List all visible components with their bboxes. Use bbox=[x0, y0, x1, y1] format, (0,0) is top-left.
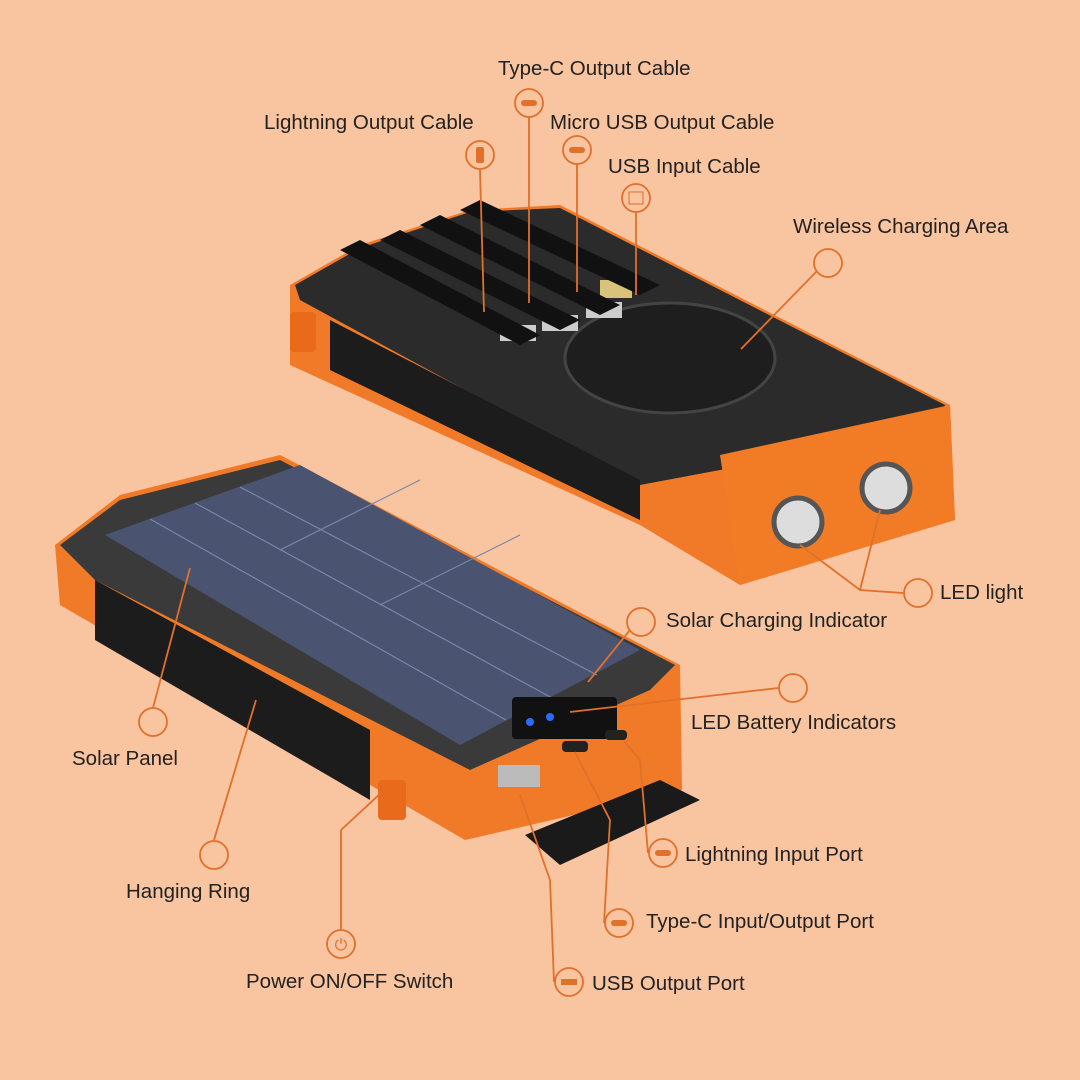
solar-indicator-icon bbox=[626, 607, 656, 637]
hanging-ring-icon bbox=[199, 840, 229, 870]
usb-icon bbox=[621, 183, 651, 213]
power-switch bbox=[378, 780, 406, 820]
power-icon bbox=[326, 929, 356, 959]
label-led-light: LED light bbox=[940, 581, 1024, 604]
label-micro-usb-output-cable: Micro USB Output Cable bbox=[550, 111, 775, 134]
label-usb-input-cable: USB Input Cable bbox=[608, 155, 761, 178]
led-light-right bbox=[859, 461, 913, 515]
label-hanging-ring: Hanging Ring bbox=[126, 880, 251, 903]
wireless-icon bbox=[813, 248, 843, 278]
power-bank-back bbox=[290, 200, 955, 585]
power-bank-front bbox=[55, 455, 700, 865]
label-type-c-port: Type-C Input/Output Port bbox=[646, 910, 874, 933]
led-battery-indicators bbox=[512, 697, 617, 739]
solar-panel bbox=[105, 465, 640, 745]
label-solar-panel: Solar Panel bbox=[72, 747, 178, 770]
led-light-left bbox=[771, 495, 825, 549]
lightning-input-port bbox=[605, 730, 627, 740]
label-icons bbox=[138, 88, 933, 997]
label-wireless-charging-area: Wireless Charging Area bbox=[793, 215, 1009, 238]
hanging-ring-back bbox=[290, 312, 316, 352]
label-lightning-output-cable: Lightning Output Cable bbox=[264, 111, 474, 134]
solar-panel-icon bbox=[138, 707, 168, 737]
label-led-battery-indicators: LED Battery Indicators bbox=[691, 711, 897, 734]
usb-output-port bbox=[498, 765, 540, 787]
svg-text:⏻: ⏻ bbox=[335, 935, 348, 954]
leader-lines bbox=[152, 117, 904, 983]
flashlight-icon bbox=[903, 578, 933, 608]
label-power-switch: Power ON/OFF Switch bbox=[246, 970, 454, 993]
label-lightning-input-port: Lightning Input Port bbox=[685, 843, 863, 866]
label-type-c-output-cable: Type-C Output Cable bbox=[498, 57, 691, 80]
battery-indicator-icon bbox=[778, 673, 808, 703]
wireless-charging-pad bbox=[563, 301, 777, 415]
label-usb-output-port: USB Output Port bbox=[592, 972, 745, 995]
type-c-port bbox=[562, 741, 588, 752]
label-solar-charging-indicator: Solar Charging Indicator bbox=[666, 609, 888, 632]
